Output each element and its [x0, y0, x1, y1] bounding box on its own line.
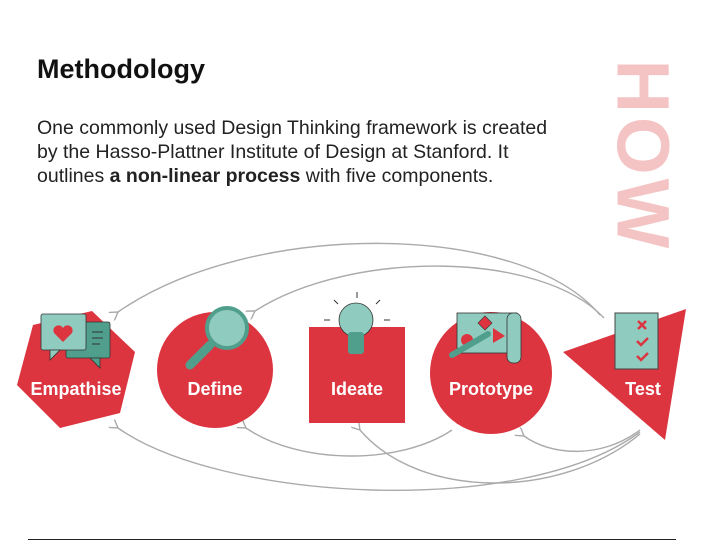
- intro-paragraph: One commonly used Design Thinking framew…: [37, 116, 557, 188]
- intro-bold: a non-linear process: [109, 165, 301, 187]
- bottom-divider: [28, 539, 676, 540]
- arrow-test-to-define-top: [255, 265, 605, 318]
- arrow-prototype-to-define: [246, 428, 453, 457]
- stage-empathise: Empathise: [17, 311, 135, 428]
- stage-label: Ideate: [331, 379, 383, 399]
- page-title: Methodology: [37, 54, 205, 84]
- checklist-icon: [614, 312, 659, 370]
- stage-define: Define: [157, 306, 273, 428]
- chat-heart-icon: [40, 313, 111, 369]
- stage-test: Test: [563, 309, 686, 440]
- lightbulb-icon: [324, 292, 390, 354]
- stage-ideate: Ideate: [309, 292, 405, 423]
- stage-label: Empathise: [30, 379, 121, 399]
- stage-label: Define: [187, 379, 242, 399]
- arrow-test-to-empathise-bottom: [118, 428, 641, 492]
- arrow-test-to-prototype: [524, 430, 641, 453]
- stage-prototype: Prototype: [430, 312, 552, 434]
- stage-label: Test: [625, 379, 661, 399]
- intro-text: One commonly used Design Thinking framew…: [37, 117, 548, 187]
- stage-label: Prototype: [449, 379, 533, 399]
- arrow-test-to-ideate: [360, 430, 641, 484]
- blueprint-pencil-icon: [449, 312, 522, 364]
- arrow-test-to-empathise-top: [118, 242, 601, 315]
- magnifier-icon: [185, 306, 249, 370]
- flow-arrows: [118, 242, 641, 492]
- intro-text-end: with five components.: [300, 165, 494, 187]
